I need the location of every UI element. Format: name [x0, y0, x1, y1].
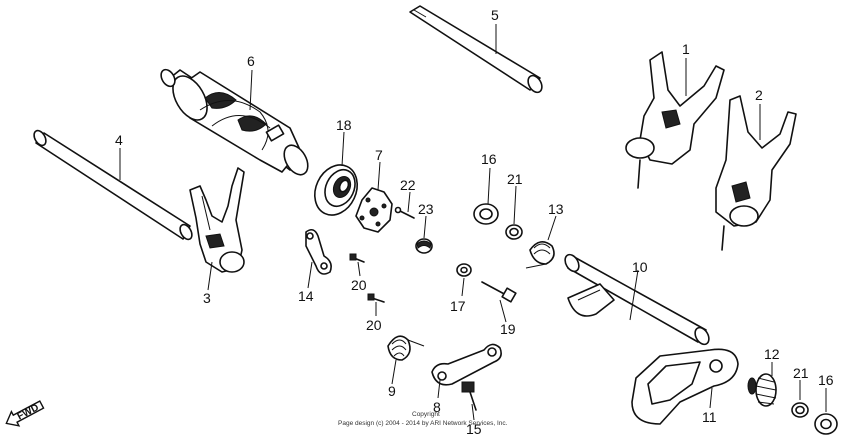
- part-20-bolt-upper: [349, 253, 365, 263]
- part-9-spring: [387, 335, 425, 361]
- callout-23: 23: [418, 201, 434, 217]
- part-21-clip-lower: [791, 402, 809, 418]
- callout-7: 7: [375, 147, 383, 163]
- part-15-bolt: [461, 381, 477, 411]
- callout-18: 18: [336, 117, 352, 133]
- callout-9: 9: [388, 383, 396, 399]
- callout-1: 1: [682, 41, 690, 57]
- callout-13: 13: [548, 201, 564, 217]
- callout-5: 5: [491, 7, 499, 23]
- part-18-bearing: [314, 164, 358, 216]
- callout-19: 19: [500, 321, 516, 337]
- part-8-stopper-arm: [431, 343, 502, 386]
- callout-14: 14: [298, 288, 314, 304]
- callout-16-upper: 16: [481, 151, 497, 167]
- callout-12: 12: [764, 346, 780, 362]
- callout-20-upper: 20: [351, 277, 367, 293]
- callout-21-lower: 21: [793, 365, 809, 381]
- callout-labels: 1 2 3 4 5 6 7 8 9 10 11 12 13 14 15 16 1…: [115, 7, 834, 437]
- fwd-label: FWD: [15, 402, 40, 422]
- part-21-clip-upper: [505, 224, 523, 240]
- callout-16-lower: 16: [818, 372, 834, 388]
- callout-11: 11: [702, 409, 717, 425]
- part-22-pin: [394, 206, 415, 219]
- part-11-arm-plate: [631, 348, 739, 425]
- part-23-collar: [415, 238, 433, 254]
- part-19-bolt: [481, 281, 517, 303]
- callout-21-upper: 21: [507, 171, 523, 187]
- callout-20-lower: 20: [366, 317, 382, 333]
- part-14-plate: [305, 228, 332, 275]
- part-2-shift-fork: [715, 95, 797, 251]
- callout-3: 3: [203, 290, 211, 306]
- part-16-washer-upper: [473, 203, 499, 225]
- callout-8: 8: [433, 399, 441, 415]
- part-10-spindle: [564, 253, 710, 346]
- callout-15: 15: [466, 421, 482, 437]
- part-13-spring: [525, 241, 555, 269]
- part-16-washer-lower: [814, 413, 838, 435]
- part-4-shaft: [33, 129, 193, 241]
- callout-17: 17: [450, 298, 466, 314]
- callout-4: 4: [115, 132, 123, 148]
- part-1-shift-fork: [625, 51, 725, 189]
- part-20-bolt-lower: [367, 293, 385, 303]
- part-6-shift-drum: [160, 68, 309, 176]
- leader-lines: [119, 24, 827, 421]
- part-12-spring: [747, 373, 777, 407]
- fwd-arrow-icon: [5, 400, 45, 427]
- part-5-shaft: [409, 5, 543, 94]
- copyright-line-2: Page design (c) 2004 - 2014 by ARI Netwo…: [338, 420, 508, 427]
- fwd-indicator: FWD: [5, 400, 45, 427]
- copyright-line-1: Copyright: [412, 411, 440, 418]
- copyright: Copyright Page design (c) 2004 - 2014 by…: [338, 411, 508, 427]
- part-3-shift-fork: [189, 167, 245, 273]
- callout-2: 2: [755, 87, 763, 103]
- callout-6: 6: [247, 53, 255, 69]
- part-7-drum-center: [355, 187, 393, 233]
- callout-10: 10: [632, 259, 648, 275]
- callout-22: 22: [400, 177, 416, 193]
- part-17-washer: [456, 263, 472, 277]
